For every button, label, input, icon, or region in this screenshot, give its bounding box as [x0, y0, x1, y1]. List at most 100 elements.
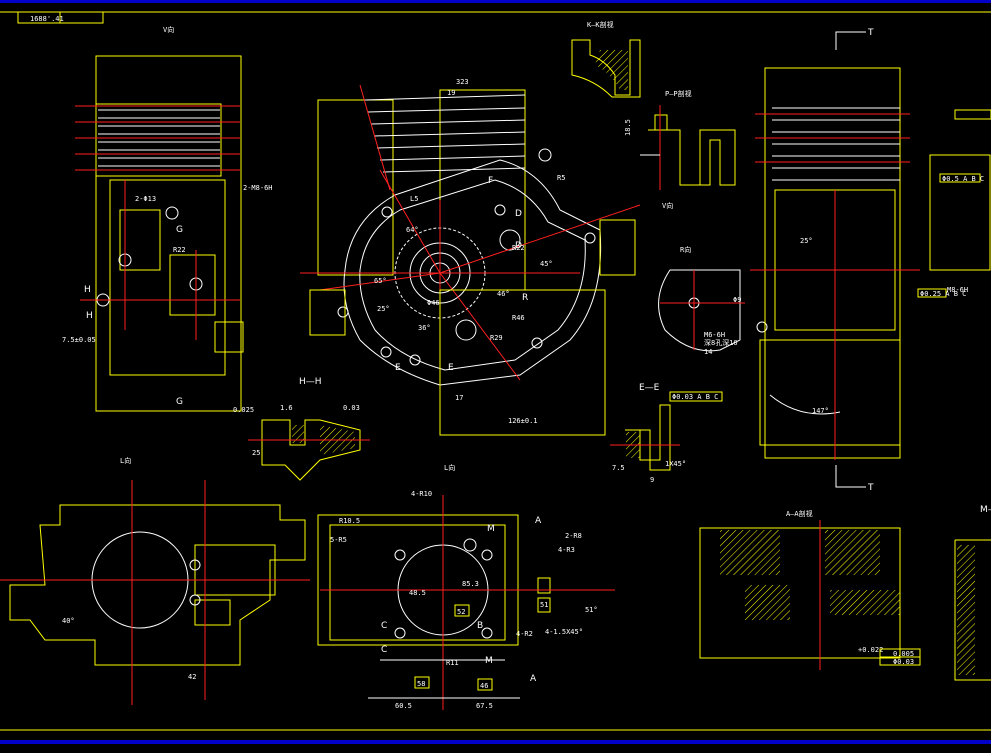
- label-b: B: [477, 621, 483, 631]
- label-tolerance-ee: Φ0.03 A B C: [672, 393, 718, 401]
- dim-65: 65°: [374, 277, 387, 285]
- label-c-1: C: [381, 621, 387, 631]
- label-tol-aa-2: 0.005: [893, 650, 914, 658]
- section-aa: A—A剖视 +0.022 0.005 Φ0.03: [699, 509, 921, 670]
- label-60-5: 60.5: [395, 702, 412, 710]
- label-a-1: A: [535, 516, 542, 526]
- label-m6: M6-6H: [704, 331, 725, 339]
- label-v-arrow: V向: [662, 201, 673, 210]
- label-chamfer-ee: 1X45°: [665, 460, 686, 468]
- label-tol-025: Φ0.25 A B C: [920, 290, 966, 298]
- view-l-center-title: L向: [444, 463, 455, 472]
- label-d-1: D: [515, 209, 522, 219]
- section-aa-title: A—A剖视: [786, 509, 813, 518]
- label-46: 46: [480, 682, 488, 690]
- view-center-top: 323 19 R5 L5 Φ46 R46 R22 R29 36° 64° 65°…: [300, 78, 673, 436]
- label-52: 52: [457, 608, 465, 616]
- label-tol-aa-3: Φ0.03: [893, 658, 914, 666]
- section-hh: H—H 1.6 0.03 25 0.025: [233, 377, 370, 481]
- dim-64: 64°: [406, 226, 419, 234]
- section-pp: P—P剖视 18.5: [624, 89, 736, 190]
- dim-45: 45°: [540, 260, 553, 268]
- label-4-r10: 4-R10: [411, 490, 432, 498]
- label-4-r3: 4-R3: [558, 546, 575, 554]
- label-4-r2: 4-R2: [516, 630, 533, 638]
- dim-126: 126±0.1: [508, 417, 538, 425]
- label-depth: 深8孔深10: [704, 338, 738, 347]
- dim-l5: L5: [410, 195, 418, 203]
- view-r: R向 M6-6H 深8孔深10 14 Φ9: [658, 245, 768, 356]
- view-right-top: T T 25° 147° M8-6H Φ0.25 A B C Φ0.5 A B …: [750, 28, 991, 493]
- label-2-phi13: 2-Φ13: [135, 195, 156, 203]
- view-r-title: R向: [680, 245, 691, 254]
- view-left-top-title: V向: [163, 25, 174, 34]
- dim-r5: R5: [557, 174, 565, 182]
- crankcase-outline: [343, 159, 602, 386]
- label-t-bottom: T: [867, 483, 874, 493]
- view-l-center: L向 4-R10 R10.5 5-R5 2-R8 4-R3 4-R2 4-1.5…: [317, 463, 615, 710]
- label-2-r8: 2-R8: [565, 532, 582, 540]
- label-25: 25: [252, 449, 260, 457]
- label-147-deg: 147°: [812, 407, 829, 415]
- section-kk-title: K—K剖视: [587, 20, 614, 29]
- label-d-2: D: [515, 241, 522, 251]
- label-r: R: [522, 293, 528, 303]
- label-7-5: 7.5±0.05: [62, 336, 96, 344]
- label-phi9: Φ9: [733, 296, 741, 304]
- label-25-deg: 25°: [800, 237, 813, 245]
- label-r10-5: R10.5: [339, 517, 360, 525]
- dim-r22: R22: [512, 244, 525, 252]
- view-right-bottom-title: M—: [980, 505, 991, 515]
- label-51-deg: 51°: [585, 606, 598, 614]
- label-g-bottom: G: [176, 397, 183, 407]
- cooling-fins-right: [755, 107, 910, 181]
- dim-25: 25°: [377, 305, 390, 313]
- label-9-ee: 9: [650, 476, 654, 484]
- cooling-fins-left: [75, 105, 240, 171]
- label-g-top: G: [176, 225, 183, 235]
- title-block-code: 1688'.41: [30, 15, 64, 23]
- label-f: F: [488, 176, 493, 186]
- label-58: 58: [417, 680, 425, 688]
- dim-19: 19: [447, 89, 455, 97]
- label-m8-right: M8-6H: [947, 286, 968, 294]
- label-tol-05: Φ0.5 A B C: [942, 175, 984, 183]
- label-a-2: A: [530, 674, 537, 684]
- label-tol-aa-1: +0.022: [858, 646, 883, 654]
- label-h-2: H: [86, 311, 93, 321]
- label-18-5: 18.5: [624, 119, 632, 136]
- label-e-1: E: [395, 363, 401, 373]
- view-l-left: L向 40° 42: [0, 456, 310, 705]
- label-e-2: E: [448, 363, 454, 373]
- label-h-1: H: [84, 285, 91, 295]
- label-m-2: M: [485, 656, 493, 666]
- label-1-6: 1.6: [280, 404, 293, 412]
- dim-46: 46°: [497, 290, 510, 298]
- dim-17: 17: [455, 394, 463, 402]
- label-c-2: C: [381, 645, 387, 655]
- label-51: 51: [540, 601, 548, 609]
- label-40-deg: 40°: [62, 617, 75, 625]
- label-42: 42: [188, 673, 196, 681]
- label-chamfer-4: 4-1.5X45°: [545, 628, 583, 636]
- dim-323: 323: [456, 78, 469, 86]
- label-m-1: M: [487, 524, 495, 534]
- label-r22: R22: [173, 246, 186, 254]
- dim-phi46: Φ46: [427, 299, 440, 307]
- label-85-3: 85.3: [462, 580, 479, 588]
- label-14: 14: [704, 348, 712, 356]
- section-pp-title: P—P剖视: [665, 89, 692, 98]
- label-7-5-ee: 7.5: [612, 464, 625, 472]
- cylinder-fins-center: [359, 84, 526, 191]
- label-r11: R11: [446, 659, 459, 667]
- view-l-left-title: L向: [120, 456, 131, 465]
- label-t-top: T: [867, 28, 874, 38]
- view-right-bottom: M—: [954, 505, 991, 681]
- label-5-r5: 5-R5: [330, 536, 347, 544]
- section-kk: K—K剖视: [571, 20, 641, 98]
- dim-r29: R29: [490, 334, 503, 342]
- section-ee: E—E Φ0.03 A B C 7.5 1X45° 9: [610, 383, 723, 484]
- section-ee-title: E—E: [639, 383, 660, 393]
